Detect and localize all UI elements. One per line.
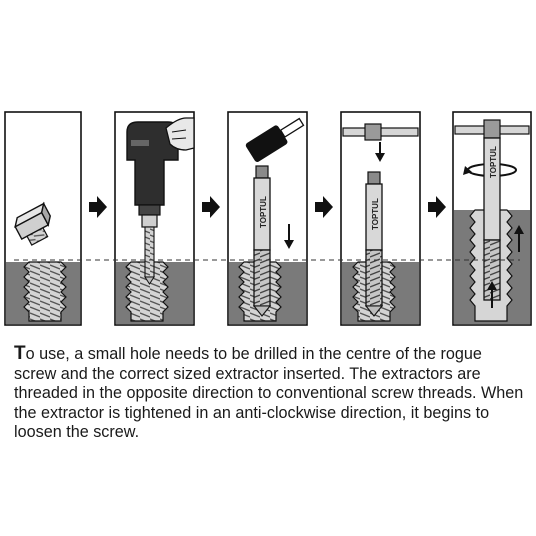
caption-lead-letter: T xyxy=(14,343,26,364)
hammer-icon xyxy=(245,117,305,162)
step-panel-1 xyxy=(4,111,82,326)
power-drill-icon xyxy=(126,117,195,228)
screw-extractor xyxy=(252,165,272,317)
step-arrow-2-icon xyxy=(202,196,220,218)
step-panel-2 xyxy=(114,111,195,326)
up-arrow-icon xyxy=(487,281,497,308)
brand-mark: TOPTUL xyxy=(259,196,268,228)
tap-wrench-icon xyxy=(342,123,419,141)
tap-wrench-icon xyxy=(454,119,530,139)
down-arrow-icon xyxy=(375,142,385,162)
instructions-caption: To use, a small hole needs to be drilled… xyxy=(14,344,524,443)
screw-extractor xyxy=(364,171,384,317)
up-arrow-icon xyxy=(514,225,524,252)
step-panel-3 xyxy=(227,111,308,326)
step-panel-4 xyxy=(340,111,421,326)
step-panel-5 xyxy=(452,111,532,326)
step-arrow-1-icon xyxy=(89,196,107,218)
drill-bit xyxy=(144,226,155,285)
screw-extractor xyxy=(483,137,501,301)
step-arrow-4-icon xyxy=(428,196,446,218)
sheared-screw-head xyxy=(14,201,51,246)
caption-text: o use, a small hole needs to be drilled … xyxy=(14,345,524,442)
down-arrow-icon xyxy=(284,224,294,249)
threaded-hole xyxy=(23,261,67,322)
step-arrow-3-icon xyxy=(315,196,333,218)
brand-mark: TOPTUL xyxy=(371,198,380,230)
brand-mark: TOPTUL xyxy=(489,146,498,178)
threaded-hole xyxy=(125,261,169,322)
screw-extraction-diagram: TOPTUL TOPTUL TOPTUL xyxy=(4,111,532,326)
